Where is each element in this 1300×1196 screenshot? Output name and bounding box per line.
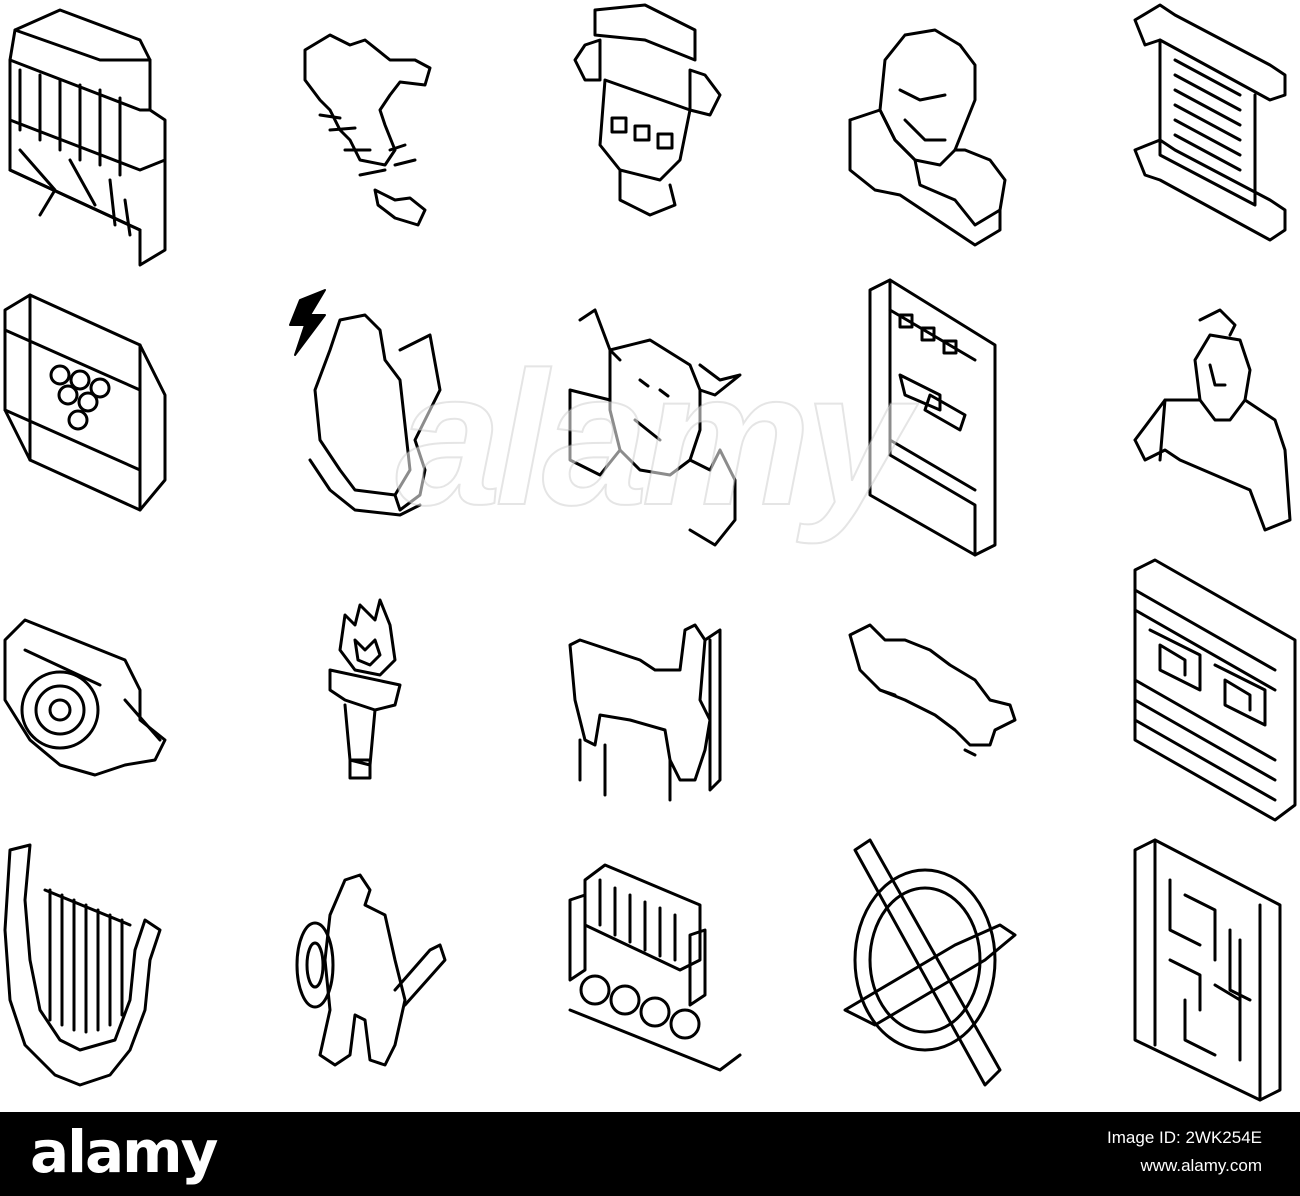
- labyrinth-icon: [1133, 838, 1282, 1102]
- greece-map-icon: [303, 33, 432, 227]
- icon-grid: alamy: [3, 3, 1297, 1102]
- parthenon-icon: [8, 8, 167, 267]
- shield-sword-icon: [843, 838, 1017, 1087]
- spartan-warrior-bust-icon: [1133, 308, 1292, 532]
- philosopher-bust-icon: [848, 28, 1007, 247]
- greek-fresco-icon: [868, 278, 997, 557]
- site-link[interactable]: www.alamy.com: [1140, 1156, 1262, 1175]
- hoplite-soldier-icon: [295, 873, 447, 1067]
- minotaur-icon: [568, 308, 742, 547]
- papyrus-scroll-icon: [1133, 3, 1287, 242]
- theater-audience-icon: [568, 863, 742, 1072]
- meander-pattern-wall-icon: [1133, 558, 1297, 822]
- chariot-icon: [3, 618, 167, 777]
- olympic-torch-icon: [328, 598, 402, 780]
- footer-meta: Image ID: 2WK254E www.alamy.com: [1107, 1124, 1262, 1180]
- amphora-vase-icon: [573, 3, 722, 217]
- centaur-icon: [568, 623, 722, 802]
- wine-barrel-grapes-icon: [3, 293, 167, 512]
- icon-sheet: [3, 3, 1297, 1102]
- crete-island-icon: [848, 623, 1017, 757]
- brand-logo: alamy: [30, 1118, 218, 1186]
- image-id-label: Image ID: 2WK254E: [1107, 1128, 1262, 1147]
- lyre-icon: [3, 843, 162, 1087]
- footer-bar: alamy Image ID: 2WK254E www.alamy.com: [0, 1112, 1300, 1196]
- zeus-lightning-icon: [289, 289, 442, 517]
